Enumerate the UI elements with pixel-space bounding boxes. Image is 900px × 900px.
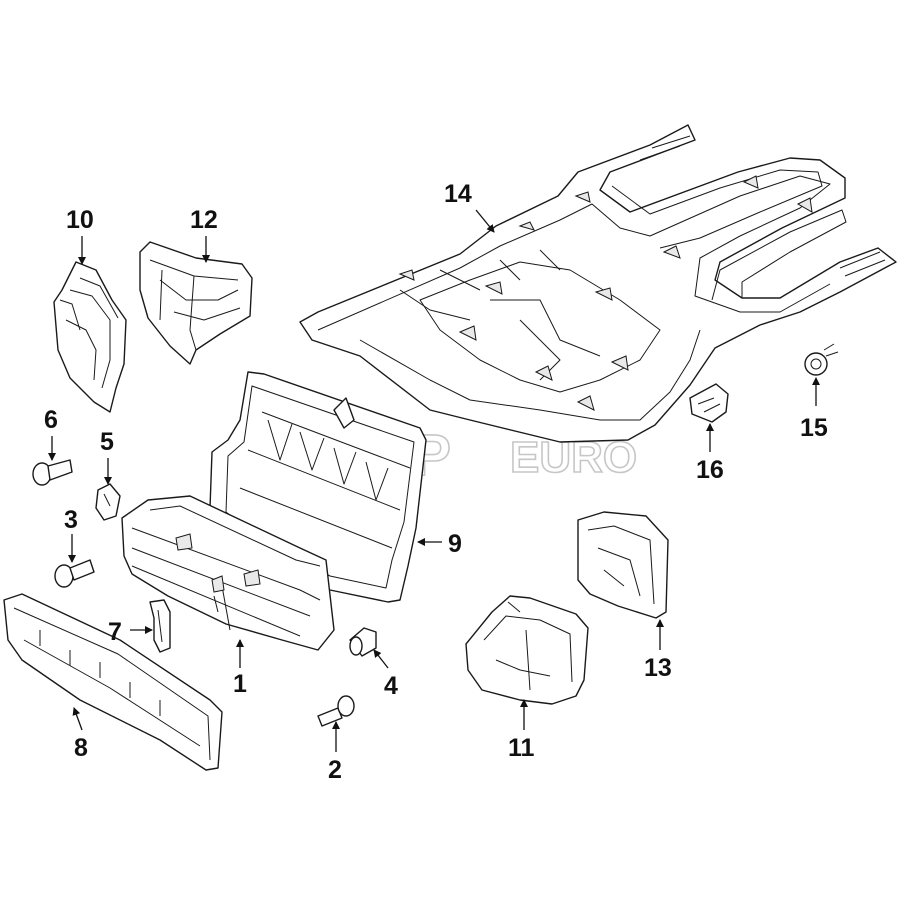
callout-1: 1 (233, 670, 247, 698)
retainer-clip (689, 383, 729, 423)
bolt-6 (32, 459, 73, 486)
bolt-3 (54, 559, 95, 588)
grille-panel (121, 495, 335, 651)
leader-lines (48, 209, 820, 752)
callout-15: 15 (800, 414, 828, 442)
lower-deflector (3, 593, 223, 771)
callout-16: 16 (696, 456, 724, 484)
lower-air-duct (465, 595, 589, 705)
callout-11: 11 (508, 734, 535, 762)
callout-8: 8 (74, 734, 88, 762)
expanding-rivet (804, 343, 839, 376)
clip-nut (95, 483, 121, 521)
callout-2: 2 (328, 756, 342, 784)
callout-12: 12 (190, 206, 218, 234)
right-air-guide (577, 511, 669, 619)
callout-5: 5 (100, 428, 114, 456)
screw (317, 695, 355, 727)
callout-6: 6 (44, 406, 58, 434)
callout-10: 10 (66, 206, 94, 234)
callouts: 1 2 3 4 5 6 7 8 9 10 11 12 13 14 15 16 (44, 180, 828, 784)
callout-3: 3 (64, 506, 78, 534)
bumper-stop (349, 627, 377, 657)
callout-7: 7 (108, 618, 122, 646)
callout-14: 14 (444, 180, 472, 208)
left-air-guide (53, 261, 127, 413)
callout-13: 13 (644, 654, 672, 682)
bracket-clip (149, 599, 171, 653)
callout-9: 9 (448, 530, 462, 558)
underbody-shield (299, 124, 897, 443)
upper-air-duct (139, 241, 253, 365)
callout-4: 4 (384, 672, 398, 700)
